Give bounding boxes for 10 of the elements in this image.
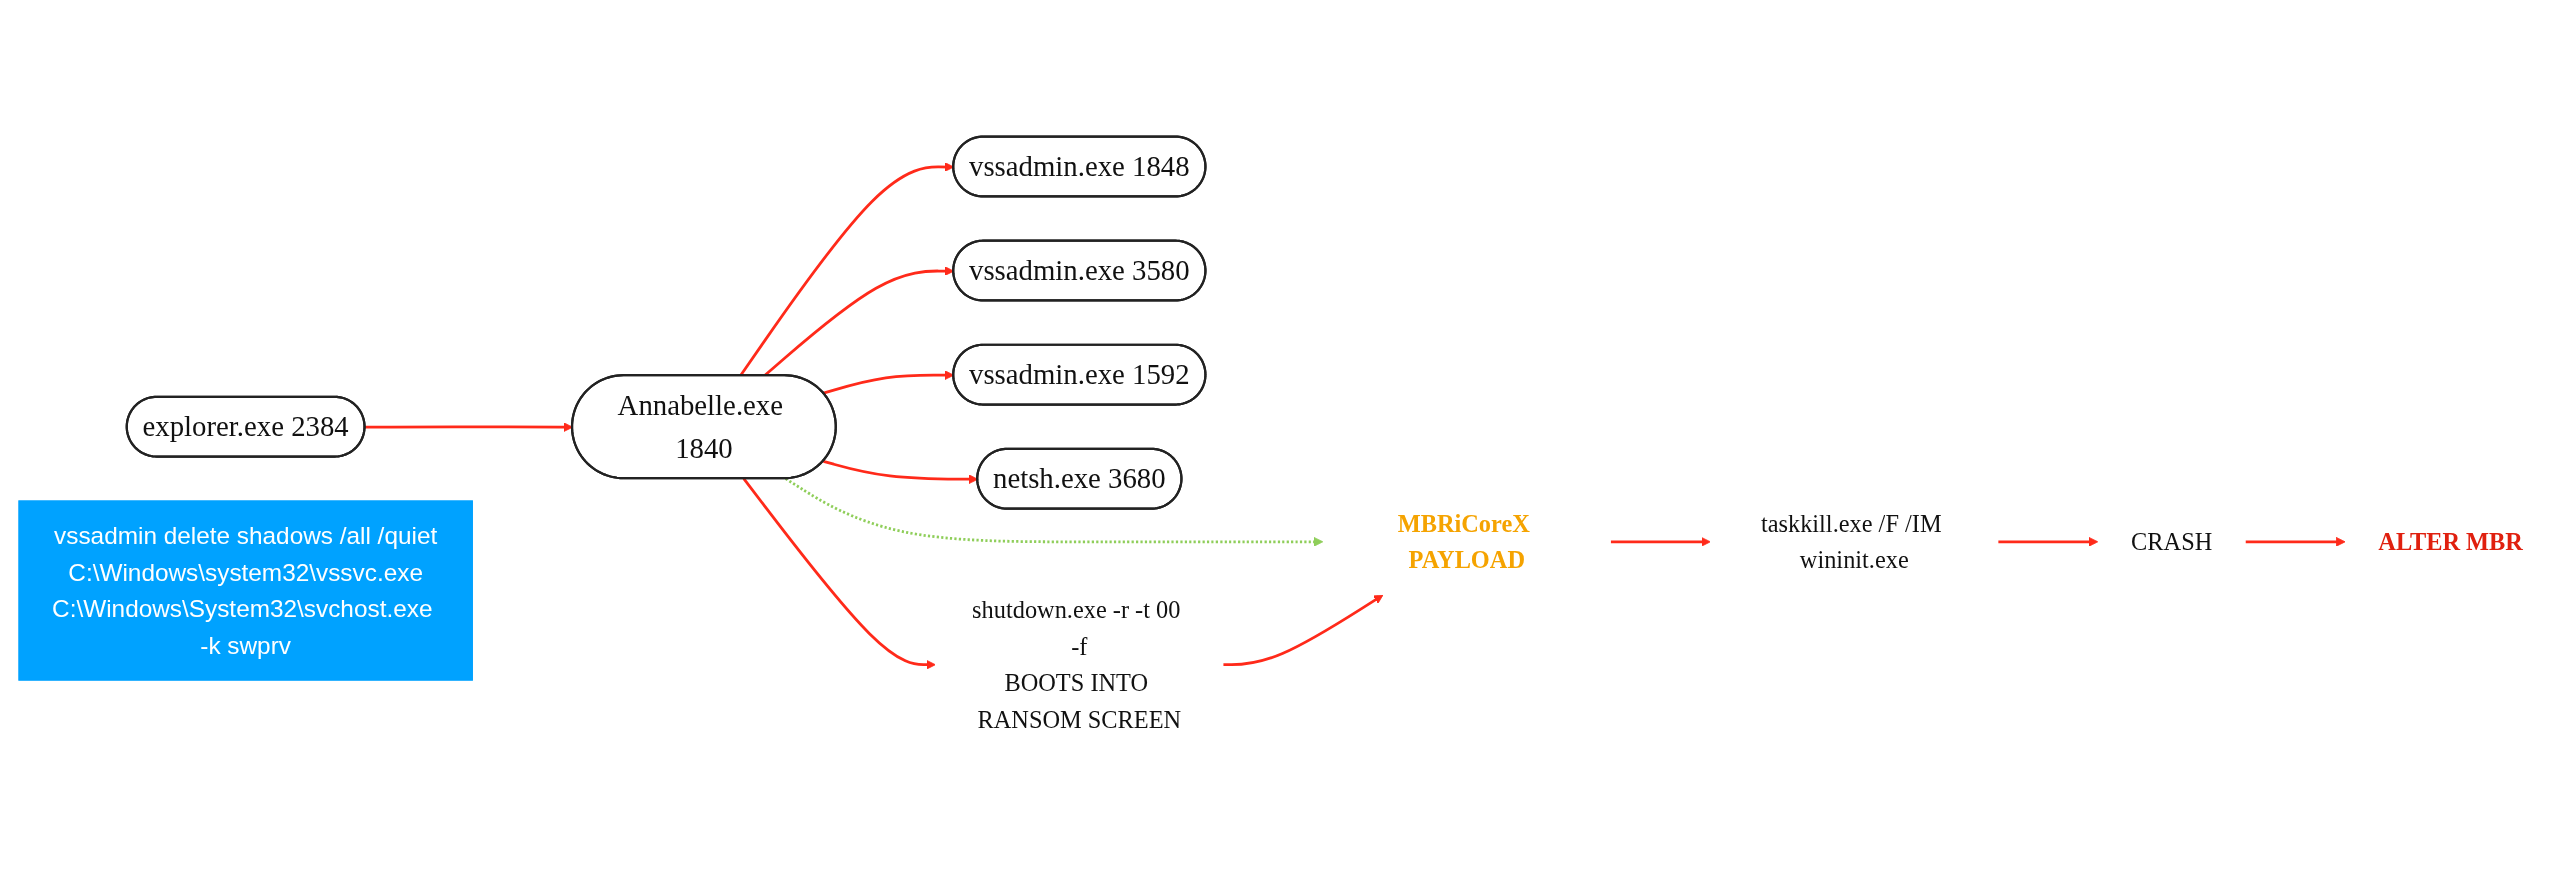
arrow: [1610, 536, 1711, 547]
arrow: [2245, 536, 2346, 547]
node-text: ALTER MBR: [2378, 527, 2523, 556]
arrow: [1223, 594, 1384, 667]
node-text: shutdown.exe -r -t 00 -f BOOTS INTO RANSOM SCREEN: [972, 596, 1182, 734]
node-text: taskkill.exe /F /IM wininit.exe: [1760, 509, 1942, 574]
node-text: CRASH: [2131, 527, 2213, 556]
node-text: MBRiCoreX PAYLOAD: [1397, 509, 1530, 574]
arrow: [1998, 536, 2099, 547]
node-box: vssadmin delete shadows /all /quiet C:\Windows\system32\vssvc.exe C:\Windows\System32\svchost.exe -k swprv: [18, 500, 473, 681]
